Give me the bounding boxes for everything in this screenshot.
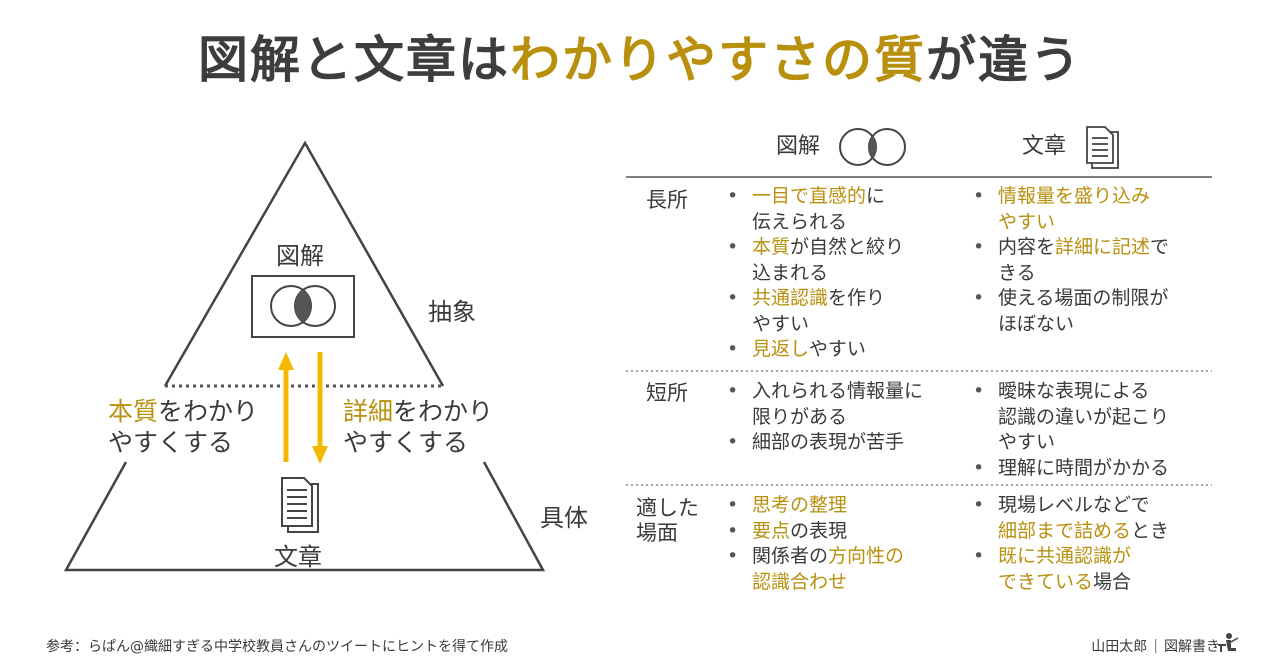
abstract-label: 抽象 xyxy=(428,298,476,326)
row-label-suitable: 適した 場面 xyxy=(636,496,699,545)
list-item: 要点の表現 xyxy=(727,519,904,545)
pyramid-top-outline xyxy=(163,140,445,387)
col-header-text: 文章 xyxy=(1022,128,1066,160)
list-item: 現場レベルなどで xyxy=(973,493,1169,519)
essence-text-line2: やすくする xyxy=(108,428,234,457)
arrow-up xyxy=(278,352,294,462)
title-part1: 図解と文章は xyxy=(198,31,510,89)
essence-text: をわかり xyxy=(158,397,259,426)
brand-name: 図解書き xyxy=(1164,639,1220,655)
list-item: 限りがある xyxy=(752,405,848,428)
row-label-weaknesses: 短所 xyxy=(646,381,688,405)
cell-suitable-diagram: 思考の整理要点の表現関係者の方向性の認識合わせ xyxy=(727,493,904,595)
list-item: 関係者の方向性の xyxy=(727,544,904,570)
pyramid-bottom-outline xyxy=(63,461,546,572)
cell-strengths-text: 情報量を盛り込みやすい内容を詳細に記述できる使える場面の制限がほぼない xyxy=(973,184,1169,337)
author-credit: 山田太郎|図解書き xyxy=(1091,638,1220,655)
title-highlight: わかりやすさの質 xyxy=(510,31,926,89)
page-title: 図解と文章はわかりやすさの質が違う xyxy=(0,20,1280,92)
list-item: やすい xyxy=(998,210,1056,233)
list-item: 入れられる情報量に xyxy=(727,379,923,405)
list-item: やすい xyxy=(752,312,810,335)
pyramid-top-label: 図解 xyxy=(276,242,324,270)
list-item: やすい xyxy=(998,431,1056,453)
col-header-diagram-text: 図解 xyxy=(776,134,821,159)
essence-description: 本質をわかり やすくする xyxy=(108,396,258,458)
author-name: 山田太郎 xyxy=(1091,639,1148,655)
list-item: 見返しやすい xyxy=(727,337,904,363)
list-item: 細部の表現が苦手 xyxy=(727,430,923,456)
list-item: 共通認識を作り xyxy=(727,286,904,312)
list-item: 本質が自然と絞り xyxy=(727,235,904,261)
list-item: ほぼない xyxy=(998,312,1075,335)
list-item: 思考の整理 xyxy=(727,493,904,519)
list-item: 理解に時間がかかる xyxy=(973,456,1169,482)
list-item: 内容を詳細に記述で xyxy=(973,235,1169,261)
list-item: 既に共通認識が xyxy=(973,544,1169,570)
arrow-down xyxy=(312,352,328,464)
person-writing-icon xyxy=(1218,633,1239,652)
detail-text-line2: やすくする xyxy=(343,428,469,457)
list-item: 一目で直感的に xyxy=(727,184,904,210)
venn-icon xyxy=(839,128,906,166)
list-item: 情報量を盛り込み xyxy=(973,184,1169,210)
cell-strengths-diagram: 一目で直感的に伝えられる本質が自然と絞り込まれる共通認識を作りやすい見返しやすい xyxy=(727,184,904,363)
list-item: 曖昧な表現による xyxy=(973,379,1169,405)
title-part3: が違う xyxy=(926,31,1082,89)
list-item: きる xyxy=(998,261,1036,284)
col-header-diagram: 図解 xyxy=(776,128,820,160)
row-label-strengths: 長所 xyxy=(646,188,688,212)
document-icon xyxy=(1086,126,1119,169)
venn-icon xyxy=(270,285,336,327)
cell-weaknesses-text: 曖昧な表現による認識の違いが起こりやすい理解に時間がかかる xyxy=(973,379,1169,481)
list-item: できている場合 xyxy=(998,570,1132,593)
list-item: 伝えられる xyxy=(752,210,848,233)
detail-text: をわかり xyxy=(393,397,494,426)
reference-note: 参考：らぱん@織細すぎる中学校教員さんのツイートにヒントを得て作成 xyxy=(46,639,508,655)
detail-description: 詳細をわかり やすくする xyxy=(343,396,493,458)
col-header-text-text: 文章 xyxy=(1022,134,1067,159)
list-item: 込まれる xyxy=(752,261,829,284)
detail-highlight: 詳細 xyxy=(343,397,394,426)
essence-highlight: 本質 xyxy=(108,397,159,426)
cell-weaknesses-diagram: 入れられる情報量に限りがある細部の表現が苦手 xyxy=(727,379,923,456)
pyramid-bottom-label: 文章 xyxy=(274,543,322,571)
list-item: 使える場面の制限が xyxy=(973,286,1169,312)
concrete-label: 具体 xyxy=(540,504,588,532)
list-item: 認識の違いが起こり xyxy=(998,405,1170,428)
list-item: 認識合わせ xyxy=(752,570,848,593)
cell-suitable-text: 現場レベルなどで細部まで詰めるとき既に共通認識ができている場合 xyxy=(973,493,1169,595)
document-icon xyxy=(281,477,319,533)
list-item: 細部まで詰めるとき xyxy=(998,519,1170,542)
